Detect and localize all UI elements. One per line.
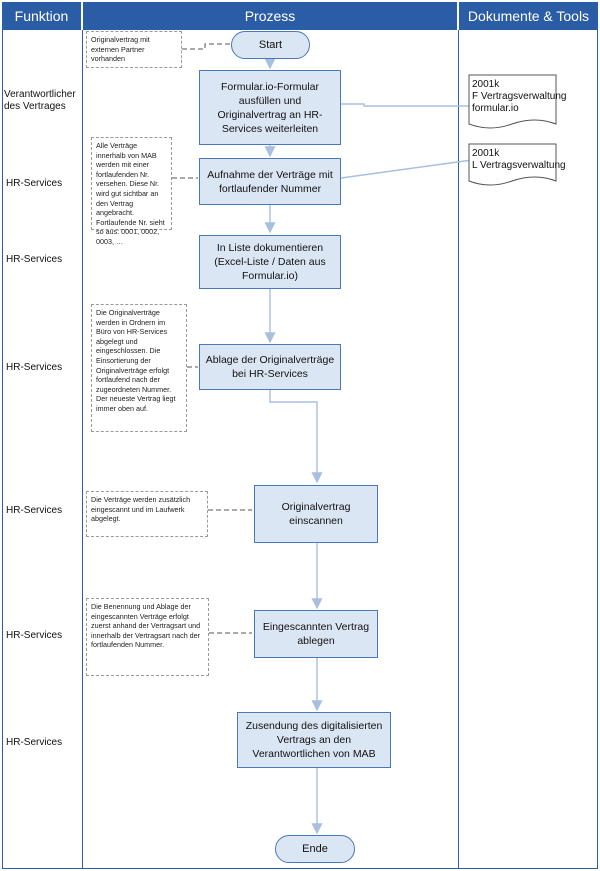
note-originalvertrag: Originalvertrag mit externen Partner vor…	[86, 31, 182, 68]
start-terminal: Start	[231, 31, 310, 59]
lane-border-prozess	[458, 30, 459, 869]
process-step-ablage-original: Ablage der Originalverträge bei HR-Servi…	[199, 344, 341, 390]
document-shape	[468, 74, 557, 129]
process-step-zusendung: Zusendung des digitalisierten Vertrags a…	[237, 712, 391, 768]
lane-border-left	[2, 30, 3, 869]
function-label: Verantwortlicher des Vertrages	[4, 89, 76, 112]
doc-link	[341, 103, 472, 107]
process-step-liste: In Liste dokumentieren (Excel-Liste / Da…	[199, 235, 341, 289]
note-fortlaufende-nummer: Alle Verträge innerhalb von MAB werden m…	[91, 137, 172, 246]
process-step-formular: Formular.io-Formular ausfüllen und Origi…	[199, 70, 341, 145]
header-prozess: Prozess	[83, 2, 457, 30]
document-name: L Vertragsverwaltung	[472, 160, 566, 171]
process-step-ablegen: Eingescannten Vertrag ablegen	[254, 610, 378, 658]
function-label: HR-Services	[6, 362, 63, 373]
note-link	[182, 43, 230, 50]
document-code: 2001k	[472, 148, 500, 159]
process-step-aufnahme: Aufnahme der Verträge mit fortlaufender …	[199, 158, 341, 205]
flow-arrow	[269, 390, 323, 484]
note-einscannen: Die Verträge werden zusätzlich eingescan…	[86, 491, 208, 537]
header-dokumente: Dokumente & Tools	[459, 2, 598, 30]
bottom-border	[2, 868, 598, 869]
function-label: HR-Services	[6, 630, 63, 641]
function-label: HR-Services	[6, 178, 63, 189]
document-shape	[468, 143, 557, 186]
lane-border-funktion	[82, 30, 83, 869]
document-name: F Vertragsverwaltung	[472, 91, 567, 102]
lane-border-right	[597, 30, 598, 869]
document-code: 2001k	[472, 79, 500, 90]
function-label: HR-Services	[6, 505, 63, 516]
process-step-einscannen: Originalvertrag einscannen	[254, 485, 378, 543]
function-label: HR-Services	[6, 254, 63, 265]
note-benennung: Die Benennung und Ablage der eingescannt…	[86, 598, 209, 676]
header-funktion: Funktion	[2, 2, 81, 30]
document-tool: formular.io	[472, 103, 519, 114]
note-ablage: Die Originalverträge werden in Ordnern i…	[91, 304, 187, 432]
function-label: HR-Services	[6, 737, 63, 748]
doc-link	[340, 159, 473, 179]
end-terminal: Ende	[275, 835, 355, 863]
